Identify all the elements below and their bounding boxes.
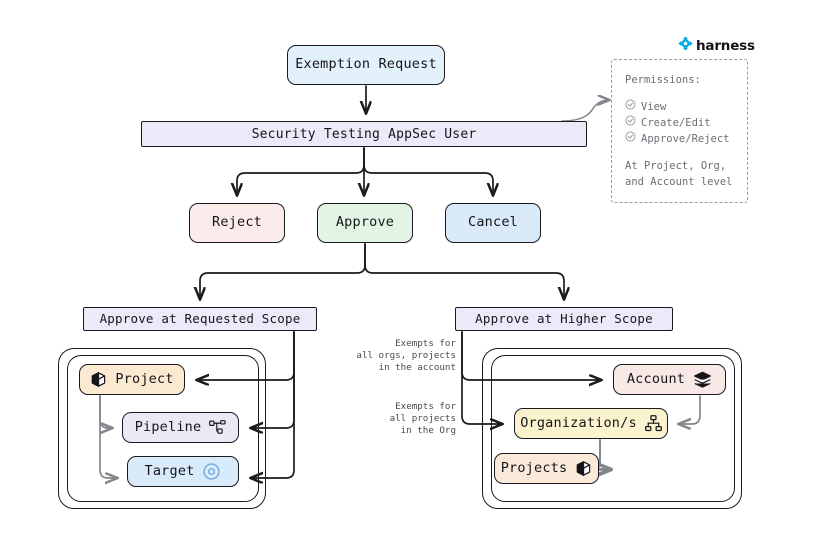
harness-logo: harness [678, 36, 755, 55]
target-circle-icon [202, 462, 221, 481]
node-cancel[interactable]: Cancel [445, 203, 541, 243]
edge-label-to-organizations: Exempts for all projects in the Org [389, 401, 456, 436]
node-label: Reject [212, 214, 262, 231]
check-circle-icon [625, 131, 636, 147]
node-label: Approve [335, 214, 395, 231]
node-appsec-user[interactable]: Security Testing AppSec User [141, 121, 587, 147]
cluster-requested-scope-outer [58, 348, 266, 509]
org-chart-icon [644, 415, 662, 432]
permissions-title: Permissions: [625, 74, 701, 86]
node-approve[interactable]: Approve [317, 203, 413, 243]
cube-icon [575, 460, 592, 477]
node-label: Project [115, 370, 174, 387]
node-pipeline[interactable]: Pipeline [122, 412, 239, 443]
permission-label: View [641, 101, 667, 113]
node-label: Target [144, 462, 195, 479]
node-label: Account [626, 370, 686, 387]
node-label: Exemption Request [295, 56, 437, 73]
cube-icon [90, 371, 107, 388]
check-circle-icon [625, 99, 636, 115]
permission-item-create-edit: Create/Edit [625, 115, 747, 131]
harness-diamond-logo-icon [678, 36, 693, 55]
node-target[interactable]: Target [127, 456, 239, 487]
node-label: Security Testing AppSec User [251, 126, 477, 142]
node-reject[interactable]: Reject [189, 203, 285, 243]
node-label: Projects [500, 459, 568, 476]
cluster-higher-scope-outer [482, 348, 742, 509]
cluster-requested-scope-inner [67, 355, 259, 502]
pipeline-nodes-icon [209, 420, 226, 435]
check-circle-icon [625, 115, 636, 131]
cluster-higher-scope-inner [491, 355, 735, 502]
node-label: Approve at Higher Scope [475, 310, 653, 326]
permission-label: Approve/Reject [641, 133, 730, 145]
layers-stack-icon [693, 371, 712, 389]
node-exemption-request[interactable]: Exemption Request [287, 45, 445, 85]
node-label: Pipeline [134, 418, 202, 435]
permission-item-view: View [625, 99, 747, 115]
node-label: Approve at Requested Scope [99, 310, 301, 326]
harness-wordmark: harness [696, 37, 755, 54]
node-label: Organization/s [520, 414, 637, 431]
node-label: Cancel [468, 214, 518, 231]
node-account[interactable]: Account [613, 364, 726, 395]
node-approve-higher-scope[interactable]: Approve at Higher Scope [455, 307, 673, 331]
permissions-footer: At Project, Org, and Account level [625, 160, 733, 188]
node-project[interactable]: Project [79, 364, 185, 395]
node-approve-requested-scope[interactable]: Approve at Requested Scope [83, 307, 317, 331]
node-organizations[interactable]: Organization/s [514, 408, 668, 439]
permissions-panel: Permissions: View Create/Edit [611, 59, 748, 203]
edge-label-to-account: Exempts for all orgs, projects in the ac… [356, 338, 456, 373]
permission-item-approve-reject: Approve/Reject [625, 131, 747, 147]
node-projects[interactable]: Projects [494, 453, 599, 484]
permission-label: Create/Edit [641, 117, 711, 129]
